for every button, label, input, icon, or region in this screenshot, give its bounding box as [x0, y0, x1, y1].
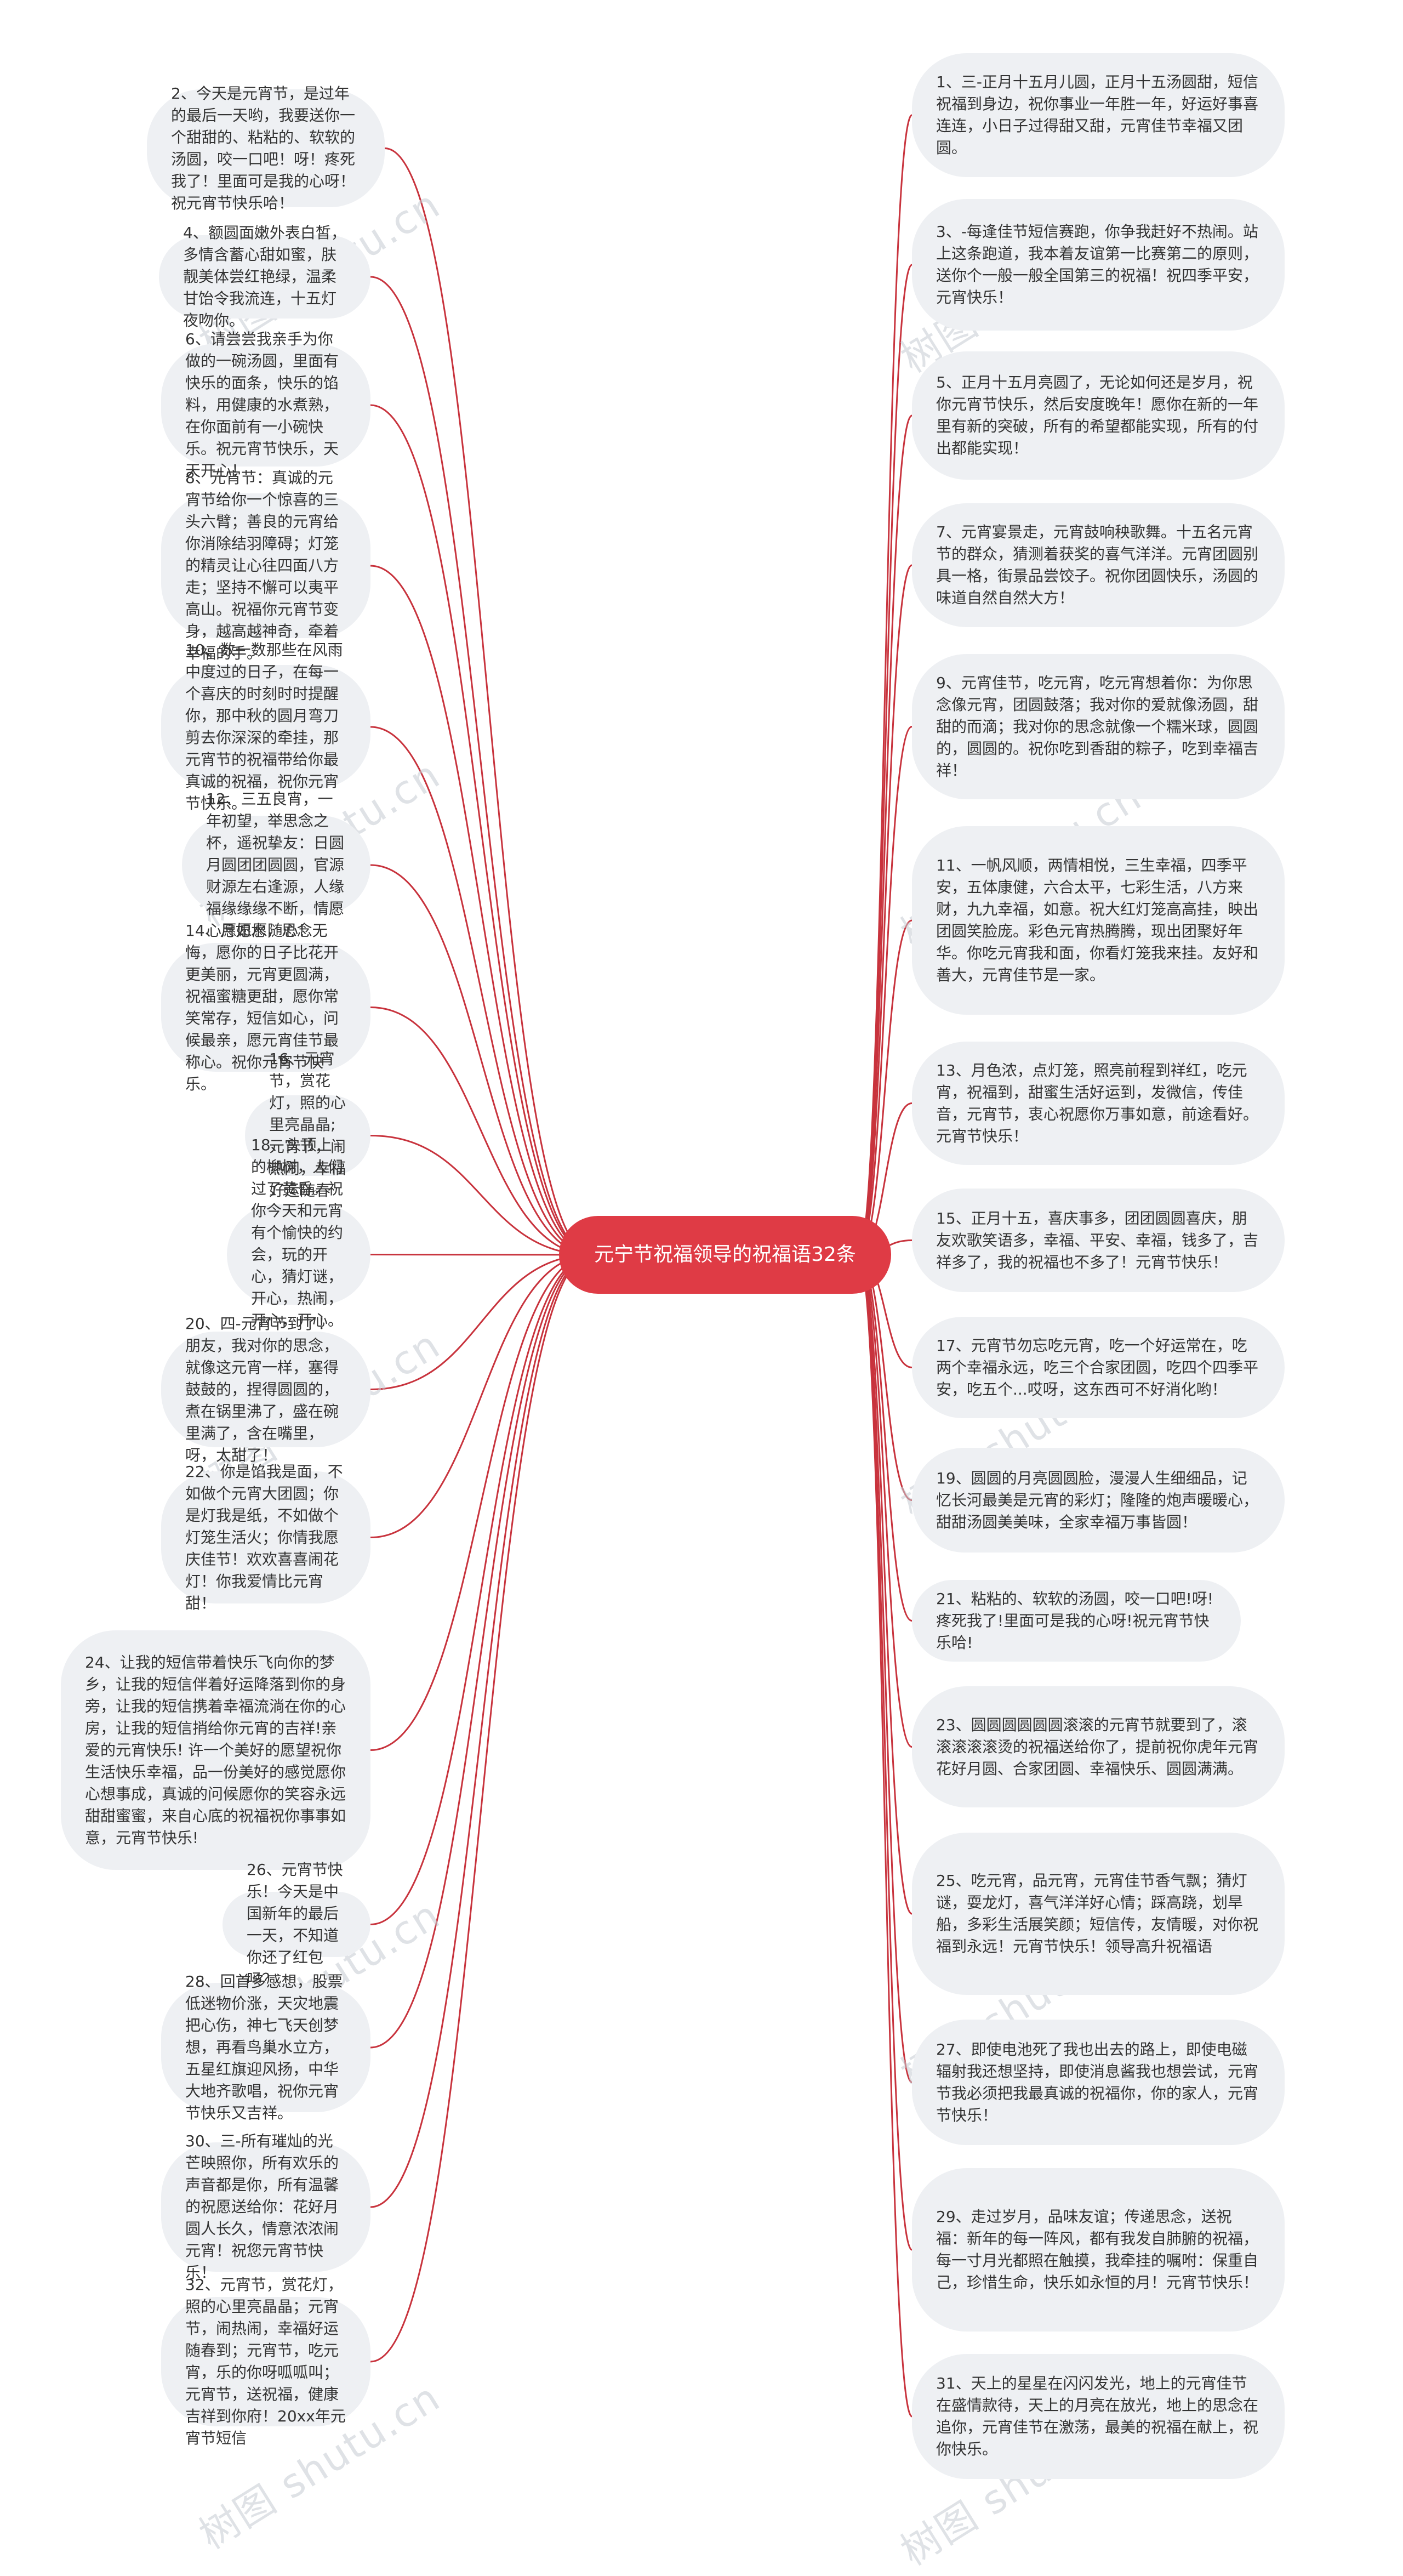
connector-lines [370, 114, 913, 2418]
left-connector [370, 1254, 592, 1538]
left-topic-node[interactable]: 26、元宵节快乐！今天是中国新年的最后一天，不知道你还了红包吗？ [223, 1861, 370, 1988]
left-topic-text: 4、额圆面嫩外表白皙，多情含蓄心甜如蜜，肤靓美体尝红艳绿，温柔甘饴令我流连，十五… [183, 224, 346, 329]
left-connector [370, 1254, 592, 1390]
left-topic-node[interactable]: 6、请尝尝我亲手为你做的一碗汤圆，里面有快乐的面条，快乐的馅料，用健康的水煮熟，… [161, 330, 370, 480]
right-topic-text: 11、一帆风顺，两情相悦，三生幸福，四季平安，五体康健，六合太平，七彩生活，八方… [936, 856, 1259, 984]
left-topic-node[interactable]: 28、回首多感想，股票低迷物价涨，天灾地震把心伤，神七飞天创梦想，再看鸟巢水立方… [161, 1972, 370, 2122]
left-topic-node[interactable]: 8、元宵节：真诚的元宵节给你一个惊喜的三头六臂；善良的元宵给你消除结羽障碍；灯笼… [161, 469, 370, 662]
right-topic-node[interactable]: 1、三-正月十五月儿圆，正月十五汤圆甜，短信祝福到身边，祝你事业一年胜一年，好运… [912, 53, 1285, 177]
left-topic-node[interactable]: 22、你是馅我是面，不如做个元宵大团圆；你是灯我是纸，不如做个灯笼生活火；你情我… [161, 1463, 370, 1612]
left-connector [370, 1254, 592, 1925]
left-topic-node[interactable]: 18、头顶上的柳树，人们过了黄昏。祝你今天和元宵有个愉快的约会，玩的开心，猜灯谜… [227, 1136, 370, 1373]
left-connector [370, 1254, 592, 2363]
left-topic-node[interactable]: 24、让我的短信带着快乐飞向你的梦乡，让我的短信伴着好运降落到你的身旁，让我的短… [61, 1630, 370, 1870]
left-connector [370, 864, 592, 1256]
left-connector [370, 1254, 592, 2049]
right-topic-text: 5、正月十五月亮圆了，无论如何还是岁月，祝你元宵节快乐，然后安度晚年！愿你在新的… [936, 373, 1259, 457]
right-topic-node[interactable]: 29、走过岁月，品味友谊；传递思念，送祝福：新年的每一阵风，都有我发自肺腑的祝福… [912, 2168, 1285, 2332]
right-topic-text: 31、天上的星星在闪闪发光，地上的元宵佳节在盛情款待，天上的月亮在放光，地上的思… [936, 2374, 1259, 2458]
right-connector [857, 1254, 913, 2251]
left-connector [370, 565, 592, 1256]
left-topic-text: 14、月如水，思念无悔，愿你的日子比花开更美丽，元宵更圆满，祝福蜜糖更甜，愿你常… [185, 921, 339, 1093]
right-topic-text: 1、三-正月十五月儿圆，正月十五汤圆甜，短信祝福到身边，祝你事业一年胜一年，好运… [936, 73, 1259, 157]
left-connector [370, 1254, 592, 2208]
left-topic-node[interactable]: 2、今天是元宵节，是过年的最后一天哟，我要送你一个甜甜的、粘粘的、软软的汤圆，咬… [147, 84, 385, 212]
right-topic-node[interactable]: 17、元宵节勿忘吃元宵，吃一个好运常在，吃两个幸福永远，吃三个合家团圆，吃四个四… [912, 1317, 1285, 1418]
left-connector [370, 1006, 592, 1256]
right-topic-text: 7、元宵宴景走，元宵鼓响秧歌舞。十五名元宵节的群众，猜测着获奖的喜气洋洋。元宵团… [936, 523, 1259, 607]
left-connector [370, 1135, 592, 1256]
left-topic-text: 6、请尝尝我亲手为你做的一碗汤圆，里面有快乐的面条，快乐的馅料，用健康的水煮熟，… [185, 330, 339, 480]
left-topic-text: 26、元宵节快乐！今天是中国新年的最后一天，不知道你还了红包吗？ [247, 1860, 343, 1988]
left-topic-node[interactable]: 32、元宵节，赏花灯，照的心里亮晶晶；元宵节，闹热闹，幸福好运随春到；元宵节，吃… [161, 2276, 370, 2447]
right-connector [857, 264, 913, 1256]
right-topic-node[interactable]: 13、月色浓，点灯笼，照亮前程到祥红，吃元宵，祝福到，甜蜜生活好运到，发微信，传… [912, 1042, 1285, 1165]
right-topic-text: 17、元宵节勿忘吃元宵，吃一个好运常在，吃两个幸福永远，吃三个合家团圆，吃四个四… [936, 1336, 1259, 1398]
right-topic-node[interactable]: 27、即使电池死了我也出去的路上，即使电磁辐射我还想坚持，即使消息酱我也想尝试，… [912, 2020, 1285, 2145]
right-topic-node[interactable]: 9、元宵佳节，吃元宵，吃元宵想着你：为你思念像元宵，团圆鼓落；我对你的爱就像汤圆… [912, 654, 1285, 799]
left-topic-node[interactable]: 30、三-所有璀灿的光芒映照你，所有欢乐的声音都是你，所有温馨的祝愿送给你：花好… [161, 2132, 370, 2282]
left-topic-node[interactable]: 16、元宵节，赏花灯，照的心里亮晶晶;元宵节，闹热闹，幸福好运随春到。 [245, 1050, 370, 1221]
left-connector [370, 1254, 592, 1751]
left-topic-text: 16、元宵节，赏花灯，照的心里亮晶晶;元宵节，闹热闹，幸福好运随春到。 [269, 1049, 346, 1221]
right-topic-text: 13、月色浓，点灯笼，照亮前程到祥红，吃元宵，祝福到，甜蜜生活好运到，发微信，传… [936, 1061, 1259, 1145]
right-topic-node[interactable]: 25、吃元宵，品元宵，元宵佳节香气飘；猜灯谜，耍龙灯，喜气洋洋好心情；踩高跷，划… [912, 1833, 1285, 1995]
left-connector [370, 276, 592, 1256]
left-topic-node[interactable]: 14、月如水，思念无悔，愿你的日子比花开更美丽，元宵更圆满，祝福蜜糖更甜，愿你常… [161, 922, 370, 1093]
right-connector [857, 1254, 913, 2418]
left-topic-text: 8、元宵节：真诚的元宵节给你一个惊喜的三头六臂；善良的元宵给你消除结羽障碍；灯笼… [185, 469, 339, 662]
right-topic-node[interactable]: 7、元宵宴景走，元宵鼓响秧歌舞。十五名元宵节的群众，猜测着获奖的喜气洋洋。元宵团… [912, 503, 1285, 627]
left-topic-node[interactable]: 20、四-元宵节到了！朋友，我对你的思念，就像这元宵一样，塞得鼓鼓的，捏得圆圆的… [161, 1315, 370, 1464]
right-topic-node[interactable]: 23、圆圆圆圆圆圆滚滚的元宵节就要到了，滚滚滚滚滚烫的祝福送给你了，提前祝你虎年… [912, 1686, 1285, 1807]
right-topic-text: 21、粘粘的、软软的汤圆，咬一口吧!呀!疼死我了!里面可是我的心呀!祝元宵节快乐… [936, 1589, 1214, 1652]
right-topic-node[interactable]: 19、圆圆的月亮圆圆脸，漫漫人生细细品，记忆长河最美是元宵的彩灯；隆隆的炮声暖暖… [912, 1448, 1285, 1553]
right-topic-text: 27、即使电池死了我也出去的路上，即使电磁辐射我还想坚持，即使消息酱我也想尝试，… [936, 2040, 1259, 2124]
right-connector [857, 414, 913, 1256]
left-topic-text: 22、你是馅我是面，不如做个元宵大团圆；你是灯我是纸，不如做个灯笼生活火；你情我… [185, 1462, 343, 1612]
left-topic-node[interactable]: 12、三五良宵，一年初望，举思念之杯，遥祝挚友：日圆月圆团团圆圆，官源财源左右逢… [182, 790, 370, 940]
left-connector [370, 404, 592, 1256]
left-topic-text: 12、三五良宵，一年初望，举思念之杯，遥祝挚友：日圆月圆团团圆圆，官源财源左右逢… [206, 790, 345, 940]
right-topic-node[interactable]: 31、天上的星星在闪闪发光，地上的元宵佳节在盛情款待，天上的月亮在放光，地上的思… [912, 2354, 1285, 2479]
left-topic-text: 32、元宵节，赏花灯，照的心里亮晶晶；元宵节，闹热闹，幸福好运随春到；元宵节，吃… [185, 2276, 346, 2447]
left-connector [370, 726, 592, 1256]
right-topic-node[interactable]: 15、正月十五，喜庆事多，团团圆圆喜庆，朋友欢歌笑语多，幸福、平安、幸福，钱多了… [912, 1189, 1285, 1292]
left-topic-text: 24、让我的短信带着快乐飞向你的梦乡，让我的短信伴着好运降落到你的身旁，让我的短… [85, 1653, 346, 1847]
right-topic-text: 19、圆圆的月亮圆圆脸，漫漫人生细细品，记忆长河最美是元宵的彩灯；隆隆的炮声暖暖… [936, 1469, 1259, 1531]
central-topic[interactable]: 元宁节祝福领导的祝福语32条 [559, 1216, 891, 1294]
right-topic-text: 3、-每逢佳节短信赛跑，你争我赶好不热闹。站上这条跑道，我本着友谊第一比赛第二的… [936, 223, 1259, 306]
right-topic-text: 15、正月十五，喜庆事多，团团圆圆喜庆，朋友欢歌笑语多，幸福、平安、幸福，钱多了… [936, 1209, 1259, 1271]
left-topic-node[interactable]: 10、数一数那些在风雨中度过的日子，在每一个喜庆的时刻时时提醒你，那中秋的圆月弯… [161, 641, 370, 812]
right-topic-text: 23、圆圆圆圆圆圆滚滚的元宵节就要到了，滚滚滚滚滚烫的祝福送给你了，提前祝你虎年… [936, 1715, 1259, 1778]
right-topic-node[interactable]: 5、正月十五月亮圆了，无论如何还是岁月，祝你元宵节快乐，然后安度晚年！愿你在新的… [912, 351, 1285, 480]
left-topic-text: 20、四-元宵节到了！朋友，我对你的思念，就像这元宵一样，塞得鼓鼓的，捏得圆圆的… [185, 1314, 339, 1464]
left-topic-text: 2、今天是元宵节，是过年的最后一天哟，我要送你一个甜甜的、粘粘的、软软的汤圆，咬… [171, 84, 356, 212]
right-topic-node[interactable]: 21、粘粘的、软软的汤圆，咬一口吧!呀!疼死我了!里面可是我的心呀!祝元宵节快乐… [912, 1580, 1241, 1662]
central-topic-label: 元宁节祝福领导的祝福语32条 [594, 1243, 856, 1266]
right-topic-text: 9、元宵佳节，吃元宵，吃元宵想着你：为你思念像元宵，团圆鼓落；我对你的爱就像汤圆… [936, 673, 1259, 780]
left-topic-node[interactable]: 4、额圆面嫩外表白皙，多情含蓄心甜如蜜，肤靓美体尝红艳绿，温柔甘饴令我流连，十五… [159, 224, 370, 329]
left-connector [384, 147, 592, 1256]
right-connector [858, 564, 912, 1256]
right-topic-text: 29、走过岁月，品味友谊；传递思念，送祝福：新年的每一阵风，都有我发自肺腑的祝福… [936, 2208, 1259, 2291]
left-topic-text: 10、数一数那些在风雨中度过的日子，在每一个喜庆的时刻时时提醒你，那中秋的圆月弯… [185, 641, 343, 812]
right-topic-node[interactable]: 11、一帆风顺，两情相悦，三生幸福，四季平安，五体康健，六合太平，七彩生活，八方… [912, 826, 1285, 1015]
right-connector [858, 1254, 912, 1915]
right-topic-text: 25、吃元宵，品元宵，元宵佳节香气飘；猜灯谜，耍龙灯，喜气洋洋好心情；踩高跷，划… [936, 1872, 1259, 1955]
right-connector [858, 1254, 912, 2083]
right-topic-node[interactable]: 3、-每逢佳节短信赛跑，你争我赶好不热闹。站上这条跑道，我本着友谊第一比赛第二的… [912, 199, 1285, 331]
left-topic-text: 28、回首多感想，股票低迷物价涨，天灾地震把心伤，神七飞天创梦想，再看鸟巢水立方… [185, 1972, 343, 2122]
right-connector [858, 919, 912, 1256]
left-topic-text: 30、三-所有璀灿的光芒映照你，所有欢乐的声音都是你，所有温馨的祝愿送给你：花好… [185, 2132, 339, 2282]
